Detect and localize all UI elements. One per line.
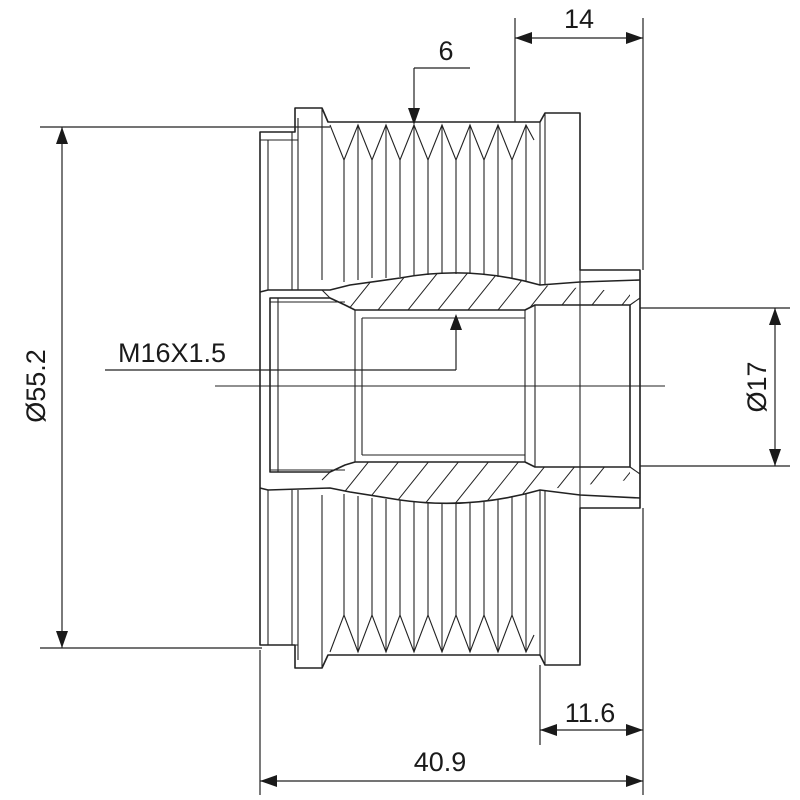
- pulley-body: [215, 107, 665, 669]
- pulley-outline: [259, 107, 641, 669]
- dim-thread: M16X1.5: [105, 314, 462, 371]
- dim-overall-length: 40.9: [259, 650, 643, 795]
- dim-hub-length: 11.6: [539, 508, 644, 795]
- dim-groove-pitch: 6: [408, 36, 470, 125]
- svg-text:M16X1.5: M16X1.5: [118, 338, 226, 368]
- svg-text:Ø55.2: Ø55.2: [21, 349, 51, 423]
- top-grooves: [329, 123, 535, 162]
- svg-text:40.9: 40.9: [414, 747, 467, 777]
- svg-text:Ø17: Ø17: [742, 361, 772, 412]
- svg-text:6: 6: [438, 36, 453, 66]
- svg-text:14: 14: [564, 4, 594, 34]
- dim-bore-diameter: Ø17: [640, 307, 790, 467]
- dim-outer-diameter: Ø55.2: [21, 126, 330, 649]
- bottom-grooves: [329, 613, 535, 654]
- svg-text:11.6: 11.6: [565, 698, 616, 728]
- dim-top-width: 14: [514, 4, 644, 270]
